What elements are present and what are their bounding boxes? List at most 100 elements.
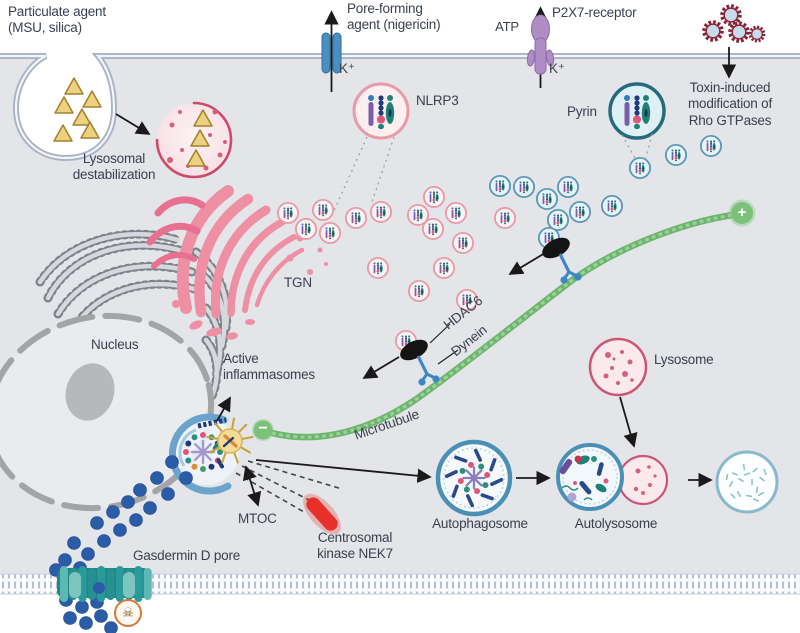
autolysosome-label: Autolysosome <box>574 516 658 531</box>
autophagosome <box>435 439 513 517</box>
skull-icon: ☠ <box>122 605 134 620</box>
gasdermin-fragment-dot <box>106 505 120 519</box>
autophagosome-rod <box>489 458 497 472</box>
gasdermin-pore-column <box>115 566 124 602</box>
nlrp3-particle <box>320 223 340 243</box>
degraded-content-dash <box>730 493 736 499</box>
lysosome-enzyme-dot <box>603 373 609 379</box>
plasma-membrane-bottom <box>0 573 800 595</box>
pyrin-particle <box>558 177 578 197</box>
speck-subunit-dot <box>191 463 198 470</box>
destabilized-lysosome <box>155 101 233 179</box>
centrosome-spike <box>232 450 239 464</box>
speck-subunit-dot <box>191 434 198 441</box>
autophagosome-label: Autophagosome <box>432 516 528 531</box>
lysosome-enzyme-dot <box>630 378 634 382</box>
gasdermin-fragment-dot <box>75 600 89 614</box>
pyroptosis-death-badge: ☠ <box>114 599 142 627</box>
nlrp3-dispersal-lines <box>332 136 395 214</box>
lysosomal-destabilization-label: Lysosomal destabilization <box>58 151 170 184</box>
lysosome-enzyme-dot <box>622 371 628 377</box>
autolysosome-enzyme-dot <box>641 491 645 495</box>
pyrin-particle <box>514 177 534 197</box>
gasdermin-fragment-dot <box>94 609 108 623</box>
autophagosome-dot <box>484 471 491 478</box>
nlrp3-particle <box>453 233 473 253</box>
gasdermin-pore-column <box>134 566 143 602</box>
nlrp3-particle <box>278 203 298 223</box>
nlrp3-particle <box>313 200 333 220</box>
autophagosome-rod <box>480 493 494 501</box>
lysosome-label: Lysosome <box>654 352 714 367</box>
centrosome-spike <box>221 450 228 464</box>
pyrin-particle <box>630 158 650 178</box>
autolysosome-enzyme-dot <box>633 486 639 492</box>
centrosome-spike <box>206 436 221 441</box>
degraded-content-dash <box>728 481 734 487</box>
autolysosome-enzyme-dot <box>653 474 657 478</box>
autophagosome-dot <box>467 461 474 468</box>
autophagosome-dot <box>463 486 470 493</box>
gasdermin-fragment-dot <box>58 553 72 567</box>
lysosome-enzyme-dot <box>627 359 633 365</box>
active-line2: inflammasomes <box>223 367 315 383</box>
gasdermin-fragment-dot <box>79 616 93 630</box>
minus-end-marker <box>253 420 273 440</box>
nlrp3-particle <box>409 281 429 301</box>
autophagosome-rod <box>473 448 482 462</box>
speck-subunit-dot <box>185 440 192 447</box>
pyrin-particle <box>570 202 590 222</box>
p2x7-receptor-shape <box>526 14 555 75</box>
centrosome-spike <box>214 422 224 434</box>
autolysosome-enzyme-dot <box>635 468 641 474</box>
speck-subunit-dot <box>200 466 206 472</box>
gasdermin-fragment-dot <box>90 516 104 530</box>
tgn-label: TGN <box>284 275 312 290</box>
toxin-line3: Rho GTPases <box>688 112 772 128</box>
pyrin-inflammasome <box>608 82 666 161</box>
autophagosome-rod <box>444 470 458 479</box>
particulate-agent-label: Particulate agent (MSU, silica) <box>8 4 106 37</box>
lysosome-enzyme-dot <box>612 357 616 361</box>
pyrin-particle <box>548 210 568 230</box>
gasdermin-fragment-dot <box>133 483 147 497</box>
gasdermin-fragment-dot <box>104 621 118 633</box>
hdac6-pointer-line <box>429 323 451 344</box>
lysosome-content-dot <box>208 133 212 137</box>
pyrin-particle <box>602 196 622 216</box>
autophagosome-dot <box>459 467 466 474</box>
lysosome-content-dot <box>212 109 218 115</box>
lysosome-content-dot <box>180 148 184 152</box>
lysosome <box>588 337 648 397</box>
lysosome-content-dot <box>217 152 223 158</box>
mtoc-centrosome <box>206 417 254 464</box>
nlrp3-inflammasome <box>332 82 410 214</box>
dynein-pointer-line <box>437 349 459 365</box>
lysosome-enzyme-dot <box>616 381 620 385</box>
pathway-arrows <box>115 113 713 507</box>
plus-end-glyph: + <box>737 204 747 221</box>
nlrp3-particle <box>495 208 515 228</box>
nlrp3-particle <box>371 202 391 222</box>
nek7-kinase <box>303 493 341 535</box>
toxin-label: Toxin-induced modification of Rho GTPase… <box>669 80 791 129</box>
gasdermin-pore-column <box>60 566 68 602</box>
speck-subunit-dot <box>185 457 192 464</box>
gasdermin-fragment-dot <box>81 547 95 561</box>
autophagosome-dot <box>474 488 481 495</box>
nek7-line2: kinase NEK7 <box>317 546 393 562</box>
pyrin-particle <box>701 136 721 156</box>
gasdermin-fragment-dot <box>143 501 157 515</box>
degraded-content-dash <box>725 473 729 481</box>
gasdermin-pore-column <box>87 568 96 600</box>
microtubule <box>268 210 746 441</box>
degraded-content-dash <box>752 467 758 473</box>
toxin-line2: modification of <box>687 96 773 112</box>
nucleus-label: Nucleus <box>91 337 139 352</box>
extracellular-space <box>0 0 800 158</box>
lysosome-enzyme-dot <box>610 366 614 370</box>
nlrp3-particle <box>446 203 466 223</box>
particulate-agent-line1: Particulate agent <box>8 4 106 19</box>
gasdermin-fragment-dot <box>67 536 81 550</box>
